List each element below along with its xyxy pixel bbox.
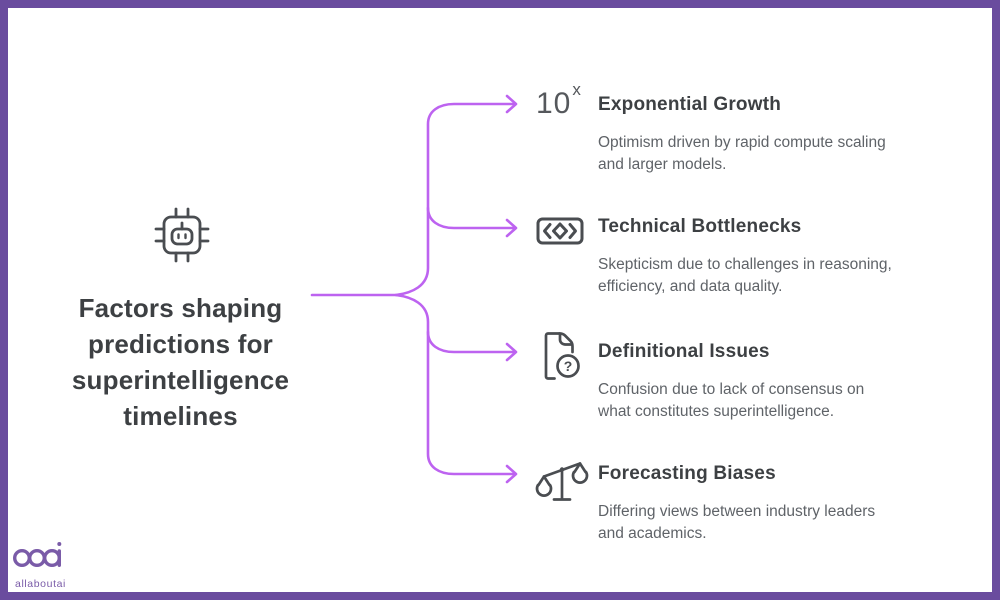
factor-heading: Exponential Growth	[598, 94, 782, 115]
document-question-icon: ?	[537, 330, 583, 387]
branch-connector-lines	[310, 94, 518, 484]
allaboutai-wordmark: allaboutai	[15, 578, 66, 590]
code-chevrons-icon	[536, 216, 584, 251]
branch-3	[426, 330, 517, 354]
upper-trunk	[394, 102, 517, 297]
title-line: predictions for	[87, 329, 273, 359]
factor-description: Optimism driven by rapid compute scaling…	[598, 134, 886, 173]
allaboutai-logo: allaboutai	[12, 540, 92, 590]
arrowhead-icon	[505, 218, 518, 238]
exponent-x-text: x	[572, 79, 581, 99]
factor-heading: Technical Bottlenecks	[598, 216, 802, 237]
factor-description: Skepticism due to challenges in reasonin…	[598, 256, 892, 295]
factor-description: Differing views between industry leaders…	[598, 503, 876, 542]
factor-heading: Forecasting Biases	[598, 463, 776, 484]
svg-text:?: ?	[564, 358, 573, 374]
factor-item-exponential-growth: 10x Exponential Growth Optimism driven b…	[535, 80, 955, 176]
factor-item-definitional-issues: ? Definitional Issues Confusion due to l…	[535, 332, 955, 423]
arrowhead-icon	[505, 342, 518, 362]
factor-item-forecasting-biases: Forecasting Biases Differing views betwe…	[535, 462, 955, 545]
title-line: superintelligence	[71, 365, 290, 395]
balance-scale-icon	[533, 454, 591, 511]
factor-description: Confusion due to lack of consensus on wh…	[598, 381, 865, 420]
allaboutai-logo-mark-icon	[12, 542, 62, 568]
page-title: Factors shaping predictions for superint…	[38, 290, 323, 434]
ten-base-text: 10	[536, 87, 572, 120]
exponential-10x-icon: 10x	[536, 80, 581, 121]
title-line: timelines	[123, 401, 238, 431]
factor-item-technical-bottlenecks: Technical Bottlenecks Skepticism due to …	[535, 215, 955, 298]
factor-heading: Definitional Issues	[598, 341, 770, 362]
branch-2	[426, 206, 517, 230]
title-line: Factors shaping	[78, 293, 283, 323]
lower-trunk	[394, 293, 517, 476]
ai-chip-robot-icon	[150, 203, 214, 272]
arrowhead-icon	[505, 94, 518, 114]
arrowhead-icon	[505, 464, 518, 484]
